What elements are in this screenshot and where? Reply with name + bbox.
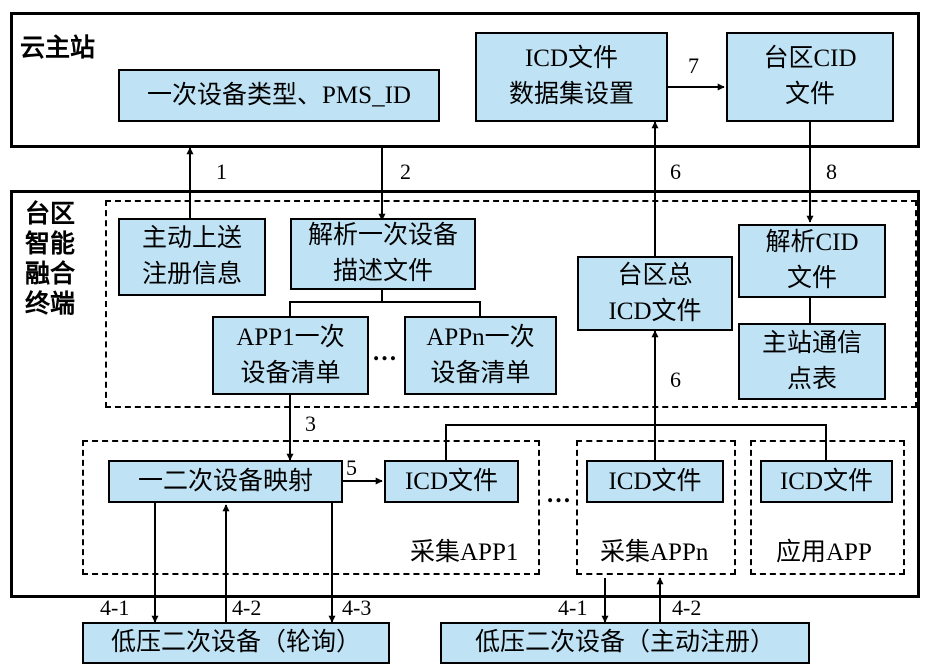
ellipsis-app-lists: … <box>372 339 397 366</box>
icd-dataset-box: ICD文件 数据集设置 <box>475 32 668 122</box>
collect-app1-label: 采集APP1 <box>410 539 519 566</box>
register-info-box: 主动上送 注册信息 <box>118 218 266 296</box>
app1-icd-box: ICD文件 <box>384 460 519 503</box>
arrow-label-6-upper: 6 <box>670 159 681 184</box>
arrow-label-1: 1 <box>216 159 227 184</box>
master-comm-points-box: 主站通信 点表 <box>738 323 886 400</box>
arrow-label-2: 2 <box>400 159 411 184</box>
device-type-pms-box: 一次设备类型、PMS_ID <box>118 69 440 122</box>
terminal-internal-group <box>105 200 917 408</box>
area-cid-box: 台区CID 文件 <box>726 32 894 122</box>
lv-secondary-active-register-box: 低压二次设备（主动注册） <box>440 622 810 664</box>
terminal-title: 台区 智能 融合 终端 <box>25 201 76 318</box>
appn-icd-box: ICD文件 <box>586 460 724 503</box>
arrow-label-6-lower: 6 <box>670 367 681 392</box>
terminal-frame <box>10 190 920 598</box>
appn-device-list-box: APPn一次 设备清单 <box>404 316 557 395</box>
parse-cid-box: 解析CID 文件 <box>738 224 886 298</box>
parse-device-desc-box: 解析一次设备 描述文件 <box>290 218 476 290</box>
arrow-label-4-2-right: 4-2 <box>672 595 702 620</box>
connector-parse-split-right <box>382 301 481 316</box>
app-usage-icd-box: ICD文件 <box>760 460 893 503</box>
device-mapping-box: 一二次设备映射 <box>108 460 343 503</box>
arrow-label-4-2-left: 4-2 <box>232 595 262 620</box>
arrow-label-4-3: 4-3 <box>342 595 372 620</box>
arrow-label-3: 3 <box>305 411 316 436</box>
collect-app1-group <box>82 440 540 575</box>
lv-secondary-polling-box: 低压二次设备（轮询） <box>82 622 390 664</box>
collect-appn-label: 采集APPn <box>600 539 709 566</box>
arrow-label-4-1-left: 4-1 <box>100 595 130 620</box>
connector-icd-bus <box>445 424 827 460</box>
app1-device-list-box: APP1一次 设备清单 <box>212 316 369 395</box>
arrow-label-4-1-right: 4-1 <box>558 595 588 620</box>
arrow-label-5: 5 <box>346 455 357 480</box>
connector-parse-split <box>289 290 383 316</box>
area-total-icd-box: 台区总 ICD文件 <box>577 256 733 331</box>
cloud-station-frame <box>10 12 920 148</box>
app-usage-label: 应用APP <box>776 539 872 566</box>
cloud-station-title: 云主站 <box>20 35 96 62</box>
arrow-label-8: 8 <box>826 159 837 184</box>
app-usage-group <box>750 440 905 575</box>
arrow-label-7: 7 <box>688 53 699 78</box>
collect-appn-group <box>576 440 736 575</box>
ellipsis-between-apps: … <box>546 481 571 508</box>
